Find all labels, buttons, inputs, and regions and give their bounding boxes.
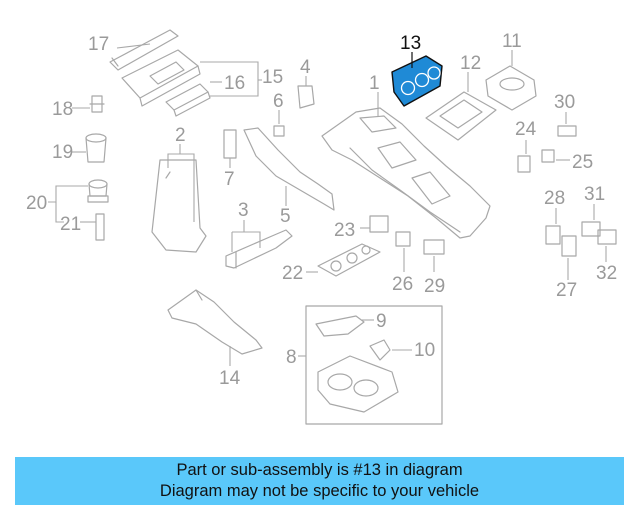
banner-line-disclaimer: Diagram may not be specific to your vehi… [159, 482, 480, 500]
callout-18: 18 [52, 99, 73, 120]
callout-1: 1 [369, 73, 380, 94]
part-12-tray [425, 91, 497, 141]
part-15-tray-assembly [121, 49, 201, 107]
callout-9: 9 [376, 311, 387, 332]
part-18-clip [89, 95, 105, 113]
part-4-clip [297, 85, 315, 109]
part-9-insert [315, 315, 365, 337]
part-31-switch [581, 221, 601, 237]
callout-26: 26 [392, 274, 413, 295]
callout-10: 10 [414, 340, 435, 361]
part-2-side-panel [151, 159, 207, 253]
callout-14: 14 [219, 368, 241, 389]
part-11-shift-boot [485, 65, 537, 111]
part-22-control-panel [317, 243, 381, 277]
part-1-center-console [321, 107, 491, 239]
part-21-pin [95, 213, 105, 241]
callout-7: 7 [224, 169, 235, 190]
part-3-bracket [225, 229, 293, 269]
callout-6: 6 [273, 91, 284, 112]
part-6-clip [273, 125, 285, 137]
part-26-switch [395, 231, 411, 247]
part-19-plug [85, 133, 107, 163]
callout-11: 11 [502, 31, 522, 52]
callout-25: 25 [572, 152, 593, 173]
callout-8: 8 [286, 347, 297, 368]
part-8-cup-holder [317, 355, 399, 413]
callout-30: 30 [554, 92, 575, 113]
callout-16: 16 [224, 73, 245, 94]
callout-21: 21 [60, 214, 81, 235]
part-27-switch [561, 235, 577, 257]
part-29-switch [423, 239, 445, 255]
part-30-cap [557, 125, 577, 137]
part-23-switch [369, 215, 389, 233]
callout-15: 15 [262, 67, 283, 88]
part-13-bezel-highlighted [391, 55, 443, 107]
callout-2: 2 [175, 125, 186, 146]
callout-24: 24 [515, 119, 537, 140]
callout-12: 12 [460, 53, 481, 74]
part-5-trim-panel [243, 127, 335, 211]
callout-29: 29 [424, 276, 445, 297]
banner-line-part-number: Part or sub-assembly is #13 in diagram [176, 461, 463, 479]
callout-labels: 17 15 16 18 19 20 21 2 7 6 4 5 3 1 13 12… [26, 31, 617, 389]
part-28-switch [545, 225, 561, 245]
callout-22: 22 [282, 263, 303, 284]
part-17-strip [109, 29, 179, 71]
part-10-clip [369, 339, 391, 361]
part-7-bracket [223, 129, 237, 159]
callout-17: 17 [88, 34, 109, 55]
part-32-switch [597, 229, 617, 245]
parts-diagram: 17 15 16 18 19 20 21 2 7 6 4 5 3 1 13 12… [26, 29, 617, 425]
callout-23: 23 [334, 220, 355, 241]
callout-20: 20 [26, 193, 47, 214]
callout-28: 28 [544, 188, 565, 209]
callout-13: 13 [400, 33, 421, 54]
callout-27: 27 [556, 280, 577, 301]
part-14-duct [167, 289, 263, 355]
callout-31: 31 [584, 184, 605, 205]
part-16-pocket [165, 83, 211, 117]
part-24-switch [517, 155, 531, 173]
part-8-group-box [305, 305, 443, 425]
callout-3: 3 [238, 200, 249, 221]
part-20-clip [87, 179, 109, 203]
callout-5: 5 [280, 206, 291, 227]
callout-19: 19 [52, 142, 73, 163]
callout-32: 32 [596, 263, 617, 284]
info-banner: Part or sub-assembly is #13 in diagram D… [15, 457, 624, 505]
part-25-switch [541, 149, 555, 163]
callout-4: 4 [300, 57, 311, 78]
